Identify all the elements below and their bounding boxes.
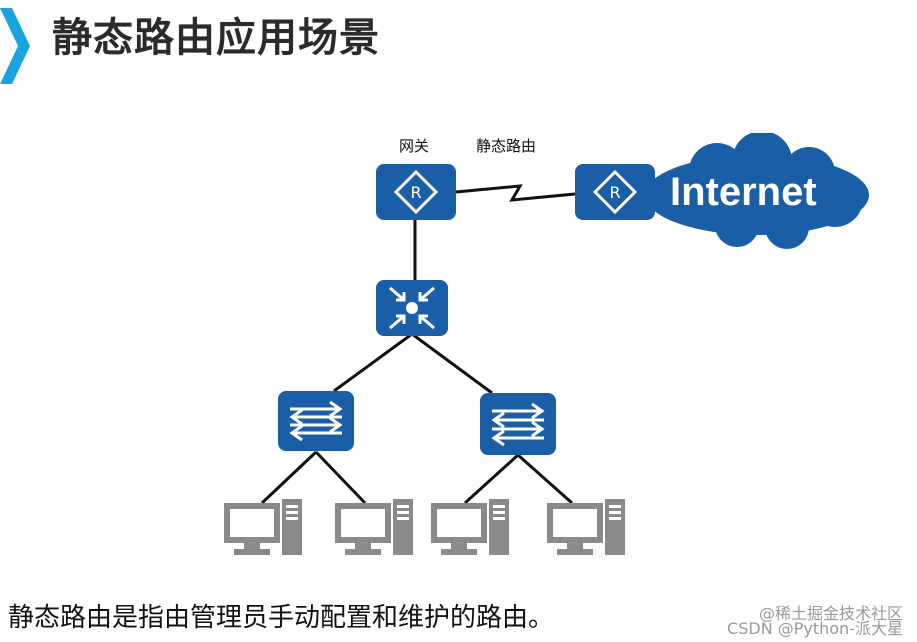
core-switch: [376, 280, 448, 336]
pc-icon: [431, 499, 509, 555]
core-switch-icon: [389, 286, 435, 330]
router-icon: R: [592, 169, 638, 215]
isp-router: R: [575, 164, 655, 220]
internet-cloud: [645, 133, 869, 249]
internet-label: Internet: [670, 170, 817, 214]
page-title: 静态路由应用场景: [52, 15, 380, 61]
pc-icon: [547, 499, 625, 555]
router-glyph: R: [410, 183, 421, 202]
access-switch-left: [278, 391, 354, 451]
gateway-router: R: [376, 164, 456, 220]
switch-icon: [491, 402, 545, 447]
static-route-label: 静态路由: [476, 137, 537, 155]
slide-caption: 静态路由是指由管理员手动配置和维护的路由。: [8, 603, 555, 633]
watermark-csdn: CSDN @Python-派大星: [727, 619, 903, 638]
title-chevron-icon: [0, 8, 30, 84]
router-icon: R: [393, 169, 439, 215]
pc-icon: [335, 499, 413, 555]
router-glyph: R: [609, 183, 620, 202]
gateway-label: 网关: [399, 137, 430, 155]
access-switch-right: [480, 393, 556, 455]
watermark-juejin: @稀土掘金技术社区: [758, 604, 903, 623]
pc-icon: [224, 499, 302, 555]
switch-icon: [289, 400, 343, 442]
